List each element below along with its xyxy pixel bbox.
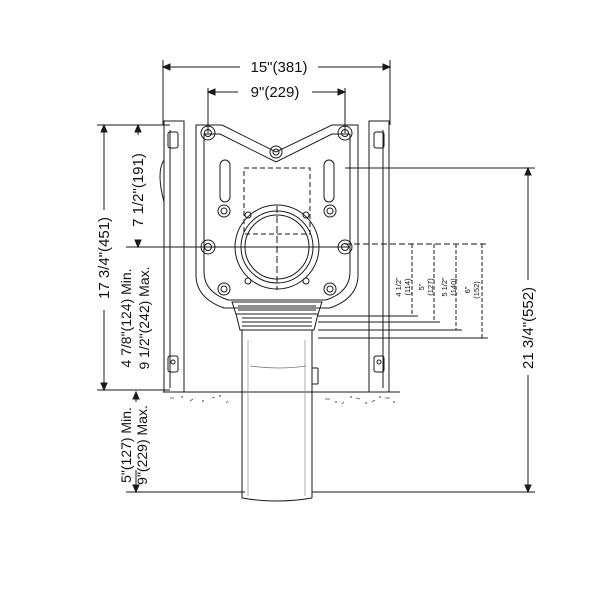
bolt-icon (323, 282, 337, 296)
below-floor-min-label: 5"(127) Min. (118, 407, 134, 483)
callout-152: 6" (152) (463, 244, 483, 338)
below-floor-max-label: 9"(229) Max. (134, 405, 150, 485)
callout-152-label: 6" (463, 286, 472, 293)
bolt-icon (302, 211, 310, 219)
pipe-coupling (231, 301, 323, 331)
bolt-icon (217, 282, 231, 296)
waste-outlet (234, 204, 320, 290)
total-height-label: 21 3/4"(552) (520, 287, 537, 369)
bolt-spacing-dimension: 9"(229) (206, 84, 347, 133)
bolt-icon (244, 211, 252, 219)
callout-114: 4 1/2" (114) (394, 244, 413, 316)
bolt-spacing-label: 9"(229) (251, 84, 300, 101)
callout-127-label: 5" (417, 283, 426, 290)
center-height-label: 7 1/2"(191) (130, 153, 147, 227)
drain-pipe (241, 330, 319, 502)
overall-height-label: 17 3/4"(451) (96, 217, 113, 299)
floor-line (163, 391, 400, 405)
mounting-plate (195, 124, 359, 309)
bolt-icon (200, 239, 216, 255)
total-height-dimension: 21 3/4"(552) (312, 166, 537, 494)
below-floor-dimension: 5"(127) Min. 9"(229) Max. (118, 390, 245, 494)
callout-140: 5 1/2" (140) (440, 244, 458, 330)
bolt-icon (337, 239, 353, 255)
outlet-range-max-label: 9 1/2"(242) Max. (136, 266, 152, 369)
callout-114-label: 4 1/2" (394, 277, 403, 297)
callout-127-value: (127) (426, 278, 435, 296)
overall-width-label: 15"(381) (250, 59, 307, 76)
bolt-icon (200, 125, 216, 141)
outlet-range-min-label: 4 7/8"(124) Min. (118, 268, 134, 367)
bolt-icon (217, 204, 231, 218)
offset-callouts: 4 1/2" (114) 5" (127) 5 1/2" (140) 6" (1… (318, 243, 488, 339)
callout-140-label: 5 1/2" (440, 277, 449, 297)
overall-height-dimension: 17 3/4"(451) (96, 123, 170, 392)
outlet-range-dimension: 4 7/8"(124) Min. 9 1/2"(242) Max. (118, 266, 152, 369)
overall-width-dimension: 15"(381) (161, 59, 392, 125)
callout-114-value: (114) (403, 278, 412, 295)
callout-127: 5" (127) (417, 244, 435, 322)
left-upright (159, 120, 185, 393)
mounting-bolts (200, 125, 353, 296)
callout-140-value: (140) (449, 278, 458, 296)
bolt-icon (269, 145, 283, 159)
bolt-icon (337, 125, 353, 141)
bolt-icon (323, 204, 337, 218)
right-upright (368, 120, 390, 393)
callout-152-value: (152) (472, 281, 481, 299)
